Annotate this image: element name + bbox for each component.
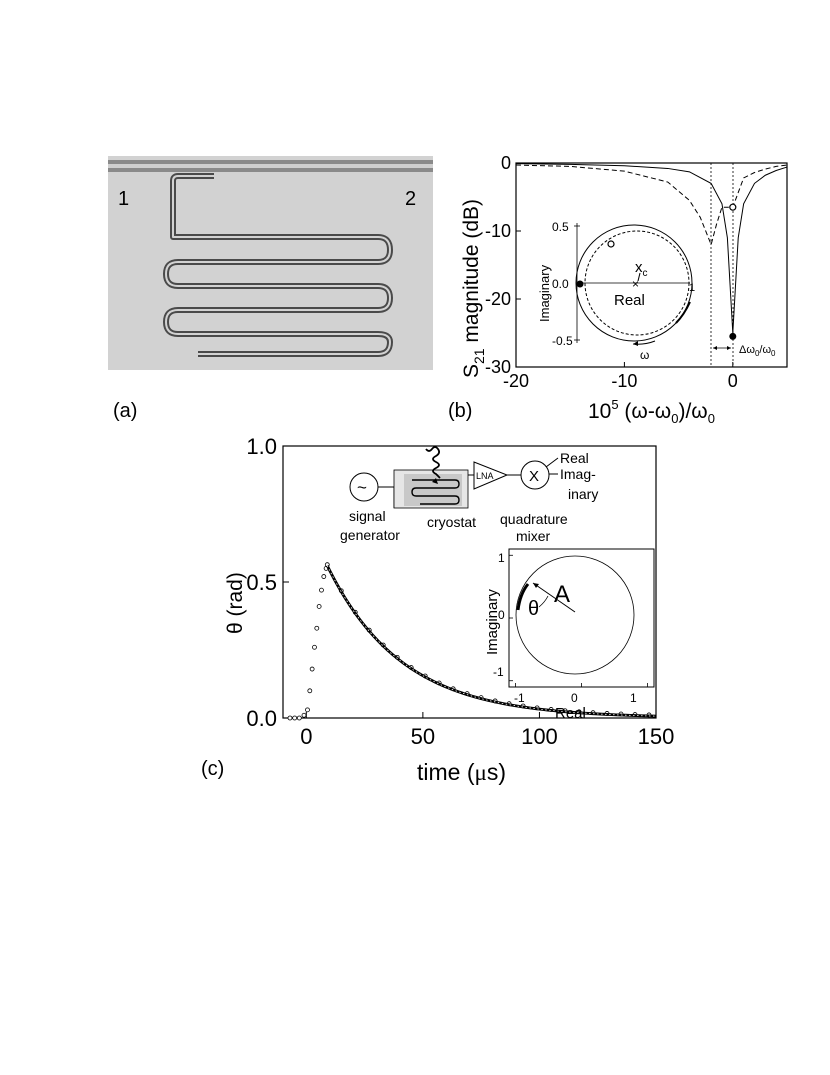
marker-solid bbox=[729, 332, 737, 340]
inset-b-center-cross: × bbox=[632, 277, 639, 291]
mixer-label-1: quadrature bbox=[500, 511, 568, 527]
resonator-meander-gap bbox=[165, 175, 391, 355]
panel-b-label: (b) bbox=[448, 400, 472, 422]
plot-c-decay-texture bbox=[326, 565, 657, 717]
inset-b-circle-solid bbox=[575, 224, 693, 342]
delta-omega-annotation: Δω0/ω0 bbox=[713, 344, 776, 358]
c-xtick-label-1: 50 bbox=[411, 724, 435, 749]
panel-a: 1 2 (a) bbox=[108, 156, 433, 422]
inset-c-frame bbox=[508, 548, 655, 688]
port-label-1: 1 bbox=[118, 188, 129, 210]
c-data-point bbox=[307, 688, 313, 694]
c-data-point bbox=[301, 712, 307, 718]
c-data-point bbox=[321, 574, 327, 579]
signal-generator-label-2: generator bbox=[340, 527, 400, 543]
c-xtick-label-2: 100 bbox=[521, 724, 558, 749]
inset-b-center-x: xc bbox=[635, 259, 648, 279]
c-ytick-label-2: 1.0 bbox=[246, 434, 277, 459]
delta-label: Δω bbox=[739, 344, 755, 356]
inset-b-ylabel: Imaginary bbox=[537, 264, 552, 322]
inset-c-circle bbox=[515, 555, 635, 675]
cryostat-meander bbox=[411, 479, 460, 505]
inset-c-ytick-1: 0 bbox=[498, 608, 505, 622]
inset-c-radius bbox=[532, 582, 576, 613]
b-ytick-label-3: -30 bbox=[485, 357, 511, 377]
c-ytick-label-1: 0.5 bbox=[246, 570, 277, 595]
mixer-symbol bbox=[520, 460, 550, 490]
series-dashed-line bbox=[515, 164, 788, 247]
inset-c-ytick-0: 1 bbox=[498, 551, 505, 565]
inset-c-amp: A bbox=[554, 581, 570, 608]
inset-b-point-open bbox=[607, 240, 615, 248]
lna-triangle bbox=[473, 461, 509, 490]
inset-b-ytick-0: 0.5 bbox=[552, 220, 569, 234]
inset-b-ytick-2: -0.5 bbox=[552, 334, 573, 348]
inset-c-xtick-0: -1 bbox=[514, 691, 525, 705]
b-ytick-label-1: -10 bbox=[485, 221, 511, 241]
inset-c-xlabel: Real bbox=[555, 705, 586, 722]
inset-c-axes bbox=[509, 554, 648, 687]
inset-b-omega: ω bbox=[640, 348, 649, 362]
c-data-point bbox=[316, 604, 322, 609]
c-data-point bbox=[305, 707, 310, 713]
photon-wiggle bbox=[425, 446, 441, 479]
mixer-label-2: mixer bbox=[516, 528, 551, 544]
inset-b-ytick-1: 0.0 bbox=[552, 277, 569, 291]
plot-c-ylabel: θ (rad) bbox=[224, 572, 247, 634]
c-data-point bbox=[312, 644, 317, 650]
inset-c-theta: θ bbox=[528, 598, 539, 620]
b-ytick-label-2: -20 bbox=[485, 289, 511, 309]
cryostat-label: cryostat bbox=[427, 514, 476, 530]
inset-c-xtick-2: 1 bbox=[630, 691, 637, 705]
b-xtick-label-1: -10 bbox=[611, 371, 637, 391]
svg-text:Δω0/ω0: Δω0/ω0 bbox=[739, 344, 776, 358]
inset-c-arc bbox=[516, 583, 530, 611]
plot-b-inset: 0.5 0.0 -0.5 Imaginary xc × Real 1 ω bbox=[537, 220, 695, 362]
inset-b-circle-dashed bbox=[584, 230, 690, 336]
b-xtick-label-2: 0 bbox=[728, 371, 738, 391]
c-data-point bbox=[296, 715, 302, 721]
out-imag-1: Imag- bbox=[560, 466, 596, 482]
marker-open bbox=[729, 203, 737, 211]
out-imag-2: inary bbox=[568, 486, 598, 502]
c-data-point bbox=[319, 587, 324, 593]
out-real: Real bbox=[560, 450, 589, 466]
plot-b-ylabel: S21 magnitude (dB) bbox=[460, 199, 487, 378]
inset-b-xlabel: Real bbox=[614, 292, 645, 309]
port-label-2: 2 bbox=[405, 188, 416, 210]
panel-a-label: (a) bbox=[113, 400, 137, 422]
inset-c-ytick-2: -1 bbox=[493, 665, 504, 679]
inset-b-one: 1 bbox=[689, 282, 695, 294]
c-data-point bbox=[292, 715, 298, 721]
inset-b-point-solid bbox=[576, 280, 584, 288]
lna-label: LNA bbox=[476, 471, 494, 481]
c-data-point bbox=[314, 625, 320, 631]
c-xtick-label-0: 0 bbox=[300, 724, 312, 749]
inset-c-ylabel: Imaginary bbox=[484, 589, 501, 655]
c-data-point bbox=[309, 666, 315, 672]
c-data-point bbox=[287, 715, 293, 721]
panel-c-label: (c) bbox=[201, 758, 224, 780]
mixer-x: X bbox=[529, 468, 539, 485]
plot-b-frame bbox=[515, 162, 788, 368]
feedline-inner bbox=[108, 164, 433, 168]
c-ytick-label-0: 0.0 bbox=[246, 706, 277, 731]
signal-generator-label-1: signal bbox=[349, 508, 386, 524]
b-ytick-label-0: 0 bbox=[501, 153, 511, 173]
c-xtick-label-3: 150 bbox=[638, 724, 675, 749]
signal-generator-tilde: ~ bbox=[357, 478, 367, 497]
plot-c-inset: A θ -1 0 1 1 0 -1 Real Imaginary bbox=[484, 548, 655, 722]
measurement-schematic: ~ LNA X Real Imag- inary signal generato… bbox=[340, 446, 598, 544]
series-solid-line bbox=[515, 163, 788, 334]
inset-b-arc-bold bbox=[675, 301, 691, 324]
plot-b-xlabel: 105 (ω-ω0)/ω0 bbox=[588, 397, 715, 426]
b-xtick-label-0: -20 bbox=[503, 371, 529, 391]
plot-c-xlabel: time (μs) bbox=[417, 759, 506, 785]
inset-c-xtick-1: 0 bbox=[571, 691, 578, 705]
